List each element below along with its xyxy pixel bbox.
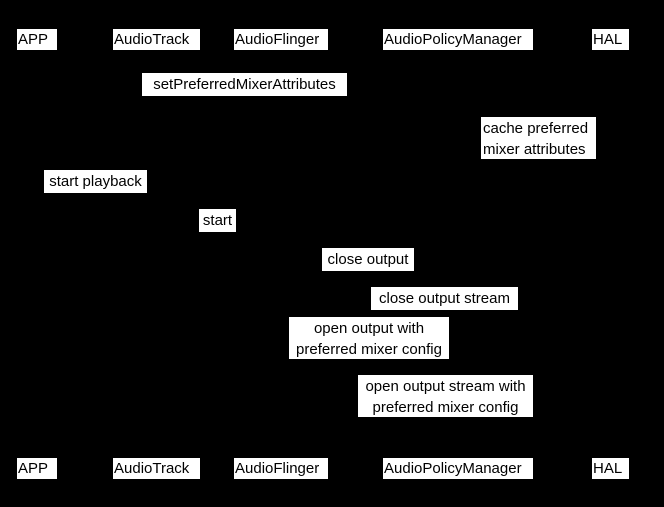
arrow-head-close-output: [450, 271, 457, 279]
message-label-close-output-stream: close output stream: [371, 287, 518, 310]
arrow-head-close-output-stream: [602, 310, 609, 318]
self-arrow-cache-preferred-mixer-attributes: [457, 140, 482, 162]
message-label-cache-preferred-mixer-attributes: cache preferred mixer attributes: [481, 117, 596, 159]
arrow-head-open-output-with-preferred-mixer-config: [450, 359, 457, 367]
participant-bottom-audiopolicymanager: AudioPolicyManager: [383, 458, 533, 479]
participant-bottom-audiotrack: AudioTrack: [113, 458, 200, 479]
arrow-close-output-stream: [457, 313, 609, 314]
arrow-head-start-playback: [148, 193, 155, 201]
arrow-head-set-preferred-mixer-attributes: [450, 95, 457, 103]
participant-top-audioflinger: AudioFlinger: [234, 29, 328, 50]
lifeline-audiotrack: [155, 50, 156, 459]
lifeline-app: [36, 50, 37, 459]
lifeline-audiopolicymanager: [457, 50, 458, 459]
participant-top-app: APP: [17, 29, 57, 50]
message-label-start-playback: start playback: [44, 170, 147, 193]
participant-top-audiopolicymanager: AudioPolicyManager: [383, 29, 533, 50]
arrow-close-output: [280, 274, 457, 275]
arrow-open-output-with-preferred-mixer-config: [280, 362, 457, 363]
message-label-open-output-with-preferred-mixer-config: open output with preferred mixer config: [289, 317, 449, 359]
arrow-start: [155, 235, 280, 236]
participant-top-audiotrack: AudioTrack: [113, 29, 200, 50]
participant-bottom-hal: HAL: [592, 458, 629, 479]
message-label-close-output: close output: [322, 248, 414, 271]
participant-top-hal: HAL: [592, 29, 629, 50]
arrow-set-preferred-mixer-attributes: [36, 98, 457, 99]
arrow-start-playback: [36, 196, 155, 197]
lifeline-hal: [609, 50, 610, 459]
participant-bottom-audioflinger: AudioFlinger: [234, 458, 328, 479]
arrow-open-output-stream-with-preferred-mixer-config: [457, 420, 609, 421]
arrow-head-start: [273, 232, 280, 240]
arrow-head-open-output-stream-with-preferred-mixer-config: [602, 417, 609, 425]
message-label-set-preferred-mixer-attributes: setPreferredMixerAttributes: [142, 73, 347, 96]
message-label-open-output-stream-with-preferred-mixer-config: open output stream with preferred mixer …: [358, 375, 533, 417]
message-label-start: start: [199, 209, 236, 232]
lifeline-audioflinger: [280, 50, 281, 459]
participant-bottom-app: APP: [17, 458, 57, 479]
